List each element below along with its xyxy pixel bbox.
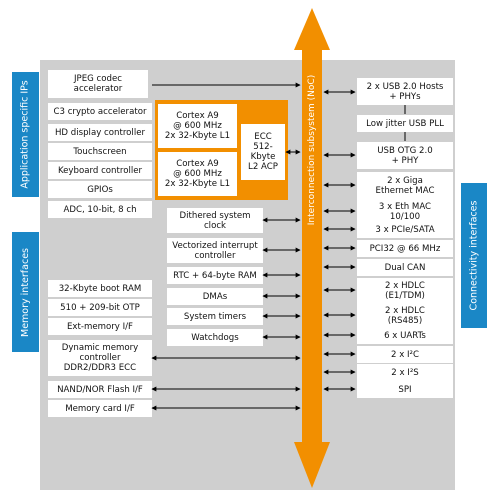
dmas-block: DMAs <box>167 288 263 305</box>
usb-host-block: 2 x USB 2.0 Hosts + PHYs <box>357 78 453 105</box>
hdlc-rs485-block: 2 x HDLC (RS485) <box>357 303 453 328</box>
adc-block: ADC, 10-bit, 8 ch <box>48 201 152 218</box>
interrupt-controller-block: Vectorized interrupt controller <box>167 238 263 263</box>
rtc-block: RTC + 64-byte RAM <box>167 267 263 284</box>
cortex-a9-core-2: Cortex A9 @ 600 MHz 2x 32-Kbyte L1 <box>158 152 237 196</box>
cortex-a9-core-1: Cortex A9 @ 600 MHz 2x 32-Kbyte L1 <box>158 104 237 148</box>
uarts-block: 6 x UARTs <box>357 327 453 344</box>
giga-ethernet-block: 2 x Giga Ethernet MAC <box>357 172 453 199</box>
pci32-block: PCI32 @ 66 MHz <box>357 240 453 257</box>
otp-block: 510 + 209-bit OTP <box>48 299 152 316</box>
c3-crypto-block: C3 crypto accelerator <box>48 103 152 120</box>
pcie-sata-block: 3 x PCIe/SATA <box>357 221 453 238</box>
noc-arrow <box>294 8 330 488</box>
noc-label: Interconnection subsystem (NoC) <box>307 74 317 226</box>
memory-card-block: Memory card I/F <box>48 400 152 417</box>
jpeg-codec-block: JPEG codec accelerator <box>48 70 148 98</box>
keyboard-controller-block: Keyboard controller <box>48 162 152 179</box>
hd-display-block: HD display controller <box>48 124 152 141</box>
watchdogs-block: Watchdogs <box>167 329 263 346</box>
memory-interfaces-tab: Memory interfaces <box>12 232 39 352</box>
l2-cache: ECC 512-Kbyte L2 ACP <box>241 124 285 180</box>
boot-ram-block: 32-Kbyte boot RAM <box>48 280 152 297</box>
i2s-block: 2 x I²S <box>357 364 453 381</box>
application-ips-tab: Application specific IPs <box>12 72 39 197</box>
hdlc-e1-block: 2 x HDLC (E1/TDM) <box>357 278 453 303</box>
touchscreen-block: Touchscreen <box>48 143 152 160</box>
usb-pll-block: Low jitter USB PLL <box>357 115 453 132</box>
connectivity-interfaces-tab: Connectivity interfaces <box>461 183 487 328</box>
dithered-clock-block: Dithered system clock <box>167 208 263 233</box>
gpios-block: GPIOs <box>48 181 152 198</box>
dual-can-block: Dual CAN <box>357 259 453 276</box>
system-timers-block: System timers <box>167 308 263 325</box>
dynamic-memory-block: Dynamic memory controller DDR2/DDR3 ECC <box>48 340 152 376</box>
eth-mac-block: 3 x Eth MAC 10/100 <box>357 198 453 225</box>
nand-flash-block: NAND/NOR Flash I/F <box>48 381 152 398</box>
i2c-block: 2 x I²C <box>357 346 453 363</box>
usb-otg-block: USB OTG 2.0 + PHY <box>357 142 453 169</box>
spi-block: SPI <box>357 381 453 398</box>
ext-memory-block: Ext-memory I/F <box>48 318 152 335</box>
